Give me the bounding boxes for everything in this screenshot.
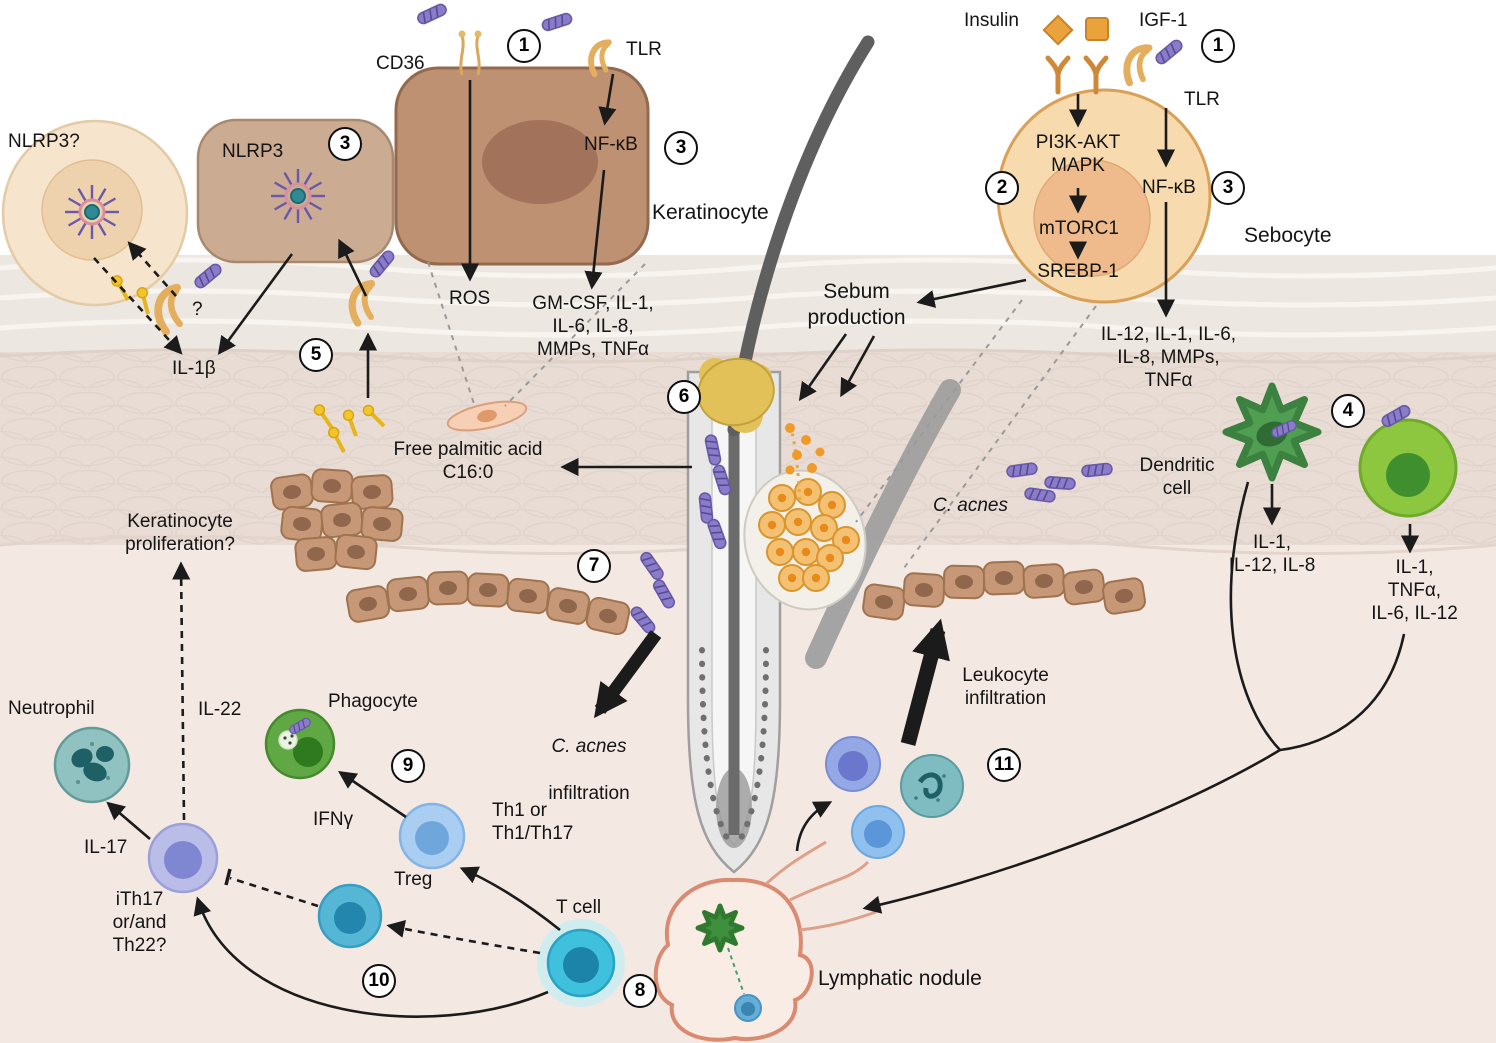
dendritic-cell-label: Dendritic cell <box>1139 455 1215 500</box>
dendritic-cytokines-right: IL-1, TNFα, IL-6, IL-12 <box>1371 557 1458 625</box>
neutrophil-cell <box>53 726 131 804</box>
keratinocyte-cell <box>394 30 650 266</box>
badge-3-nlrp3: 3 <box>328 127 362 161</box>
arrector-pili-muscle <box>805 379 961 669</box>
badge-3-keratinocyte: 3 <box>664 131 698 165</box>
mtorc1-label: mTORC1 <box>1039 218 1119 239</box>
c-acnes-infiltration-label: C. acnes infiltration <box>505 712 673 828</box>
th1-label: Th1 or Th1/Th17 <box>492 800 574 845</box>
t-cell-label: T cell <box>556 897 602 918</box>
ros-label: ROS <box>449 288 491 309</box>
sebocyte-nfkb-label: NF-κB <box>1142 177 1196 198</box>
leukocyte-infiltration-label: Leukocyte infiltration <box>962 665 1049 710</box>
leukocyte-cells <box>825 736 964 859</box>
sebaceous-gland <box>743 423 867 611</box>
badge-8: 8 <box>623 974 657 1008</box>
keratinocyte-tlr-label: TLR <box>626 39 662 60</box>
nlrp3-uncertain-label: NLRP3? <box>8 131 80 152</box>
leukocyte-infiltration-arrow <box>900 618 950 746</box>
sebocyte-nucleus <box>1033 159 1151 277</box>
lymphatic-nodule-label: Lymphatic nodule <box>818 967 982 990</box>
keratinocyte-nucleus <box>482 120 598 204</box>
il22-label: IL-22 <box>198 699 242 720</box>
badge-7: 7 <box>577 549 611 583</box>
treg-cell <box>317 883 383 949</box>
dendritic-cell-2 <box>1358 418 1458 518</box>
sebocyte-cytokines: IL-12, IL-1, IL-6, IL-8, MMPs, TNFα <box>1100 324 1237 392</box>
badge-2: 2 <box>985 171 1019 205</box>
phagocyte-cell <box>264 708 336 780</box>
badge-1-keratinocyte: 1 <box>507 29 541 63</box>
il17-label: IL-17 <box>84 837 128 858</box>
sebocyte-tlr-label: TLR <box>1184 89 1220 110</box>
free-palmitic-acid-label: Free palmitic acid C16:0 <box>393 439 543 484</box>
ith17-label: iTh17 or/and Th22? <box>112 889 167 957</box>
badge-10: 10 <box>362 964 396 998</box>
receptor-question-mark: ? <box>192 299 203 320</box>
keratinocyte-proliferation-label: Keratinocyte proliferation? <box>125 511 235 556</box>
srebp1-label: SREBP-1 <box>1037 261 1119 282</box>
il1b-label: IL-1β <box>172 358 216 379</box>
ifng-label: IFNγ <box>313 809 354 830</box>
spindle-cell <box>446 400 528 432</box>
badge-1-sebocyte: 1 <box>1201 29 1235 63</box>
badge-4: 4 <box>1331 394 1365 428</box>
cd36-label: CD36 <box>376 53 425 74</box>
comedone-plug <box>697 357 775 433</box>
badge-3-sebocyte: 3 <box>1211 171 1245 205</box>
cd36-receptor-icon <box>459 35 481 76</box>
insulin-label: Insulin <box>964 10 1019 31</box>
sebocyte-cell <box>996 14 1212 304</box>
dendritic-cytokines-left: IL-1, IL-12, IL-8 <box>1228 532 1316 577</box>
inhibition-bar <box>224 868 232 886</box>
keratinocyte-cytokines: GM-CSF, IL-1, IL-6, IL-8, MMPs, TNFα <box>532 293 654 361</box>
badge-9: 9 <box>391 749 425 783</box>
nlrp3-label: NLRP3 <box>222 141 284 162</box>
sebocyte-name: Sebocyte <box>1244 224 1332 247</box>
igf1-label: IGF-1 <box>1139 10 1188 31</box>
insulin-ligand-icon <box>1042 14 1074 46</box>
igf1-ligand-icon <box>1085 17 1109 41</box>
badge-11: 11 <box>987 748 1021 782</box>
zoom-guides <box>427 261 1097 569</box>
sebum-droplets <box>785 423 825 475</box>
c-acnes-word: C. acnes <box>551 736 627 758</box>
c-acnes-label: C. acnes <box>933 495 1008 516</box>
infiltration-word: infiltration <box>548 782 630 804</box>
pi3k-mapk-label: PI3K-AKT MAPK <box>1035 132 1121 177</box>
ith17-cell <box>147 822 219 894</box>
sebum-production-label: Sebum production <box>807 280 906 329</box>
c-acnes-infiltration-arrow <box>593 630 662 719</box>
t-cell <box>537 919 625 1007</box>
badge-6: 6 <box>667 380 701 414</box>
lymphatic-nodule <box>653 840 877 1042</box>
treg-label: Treg <box>394 869 433 890</box>
th1-cell <box>398 802 466 870</box>
keratinocyte-nfkb-label: NF-κB <box>584 134 638 155</box>
keratinocyte-name: Keratinocyte <box>652 201 769 224</box>
neutrophil-label: Neutrophil <box>8 698 95 719</box>
phagocyte-label: Phagocyte <box>328 691 418 712</box>
badge-5: 5 <box>299 338 333 372</box>
